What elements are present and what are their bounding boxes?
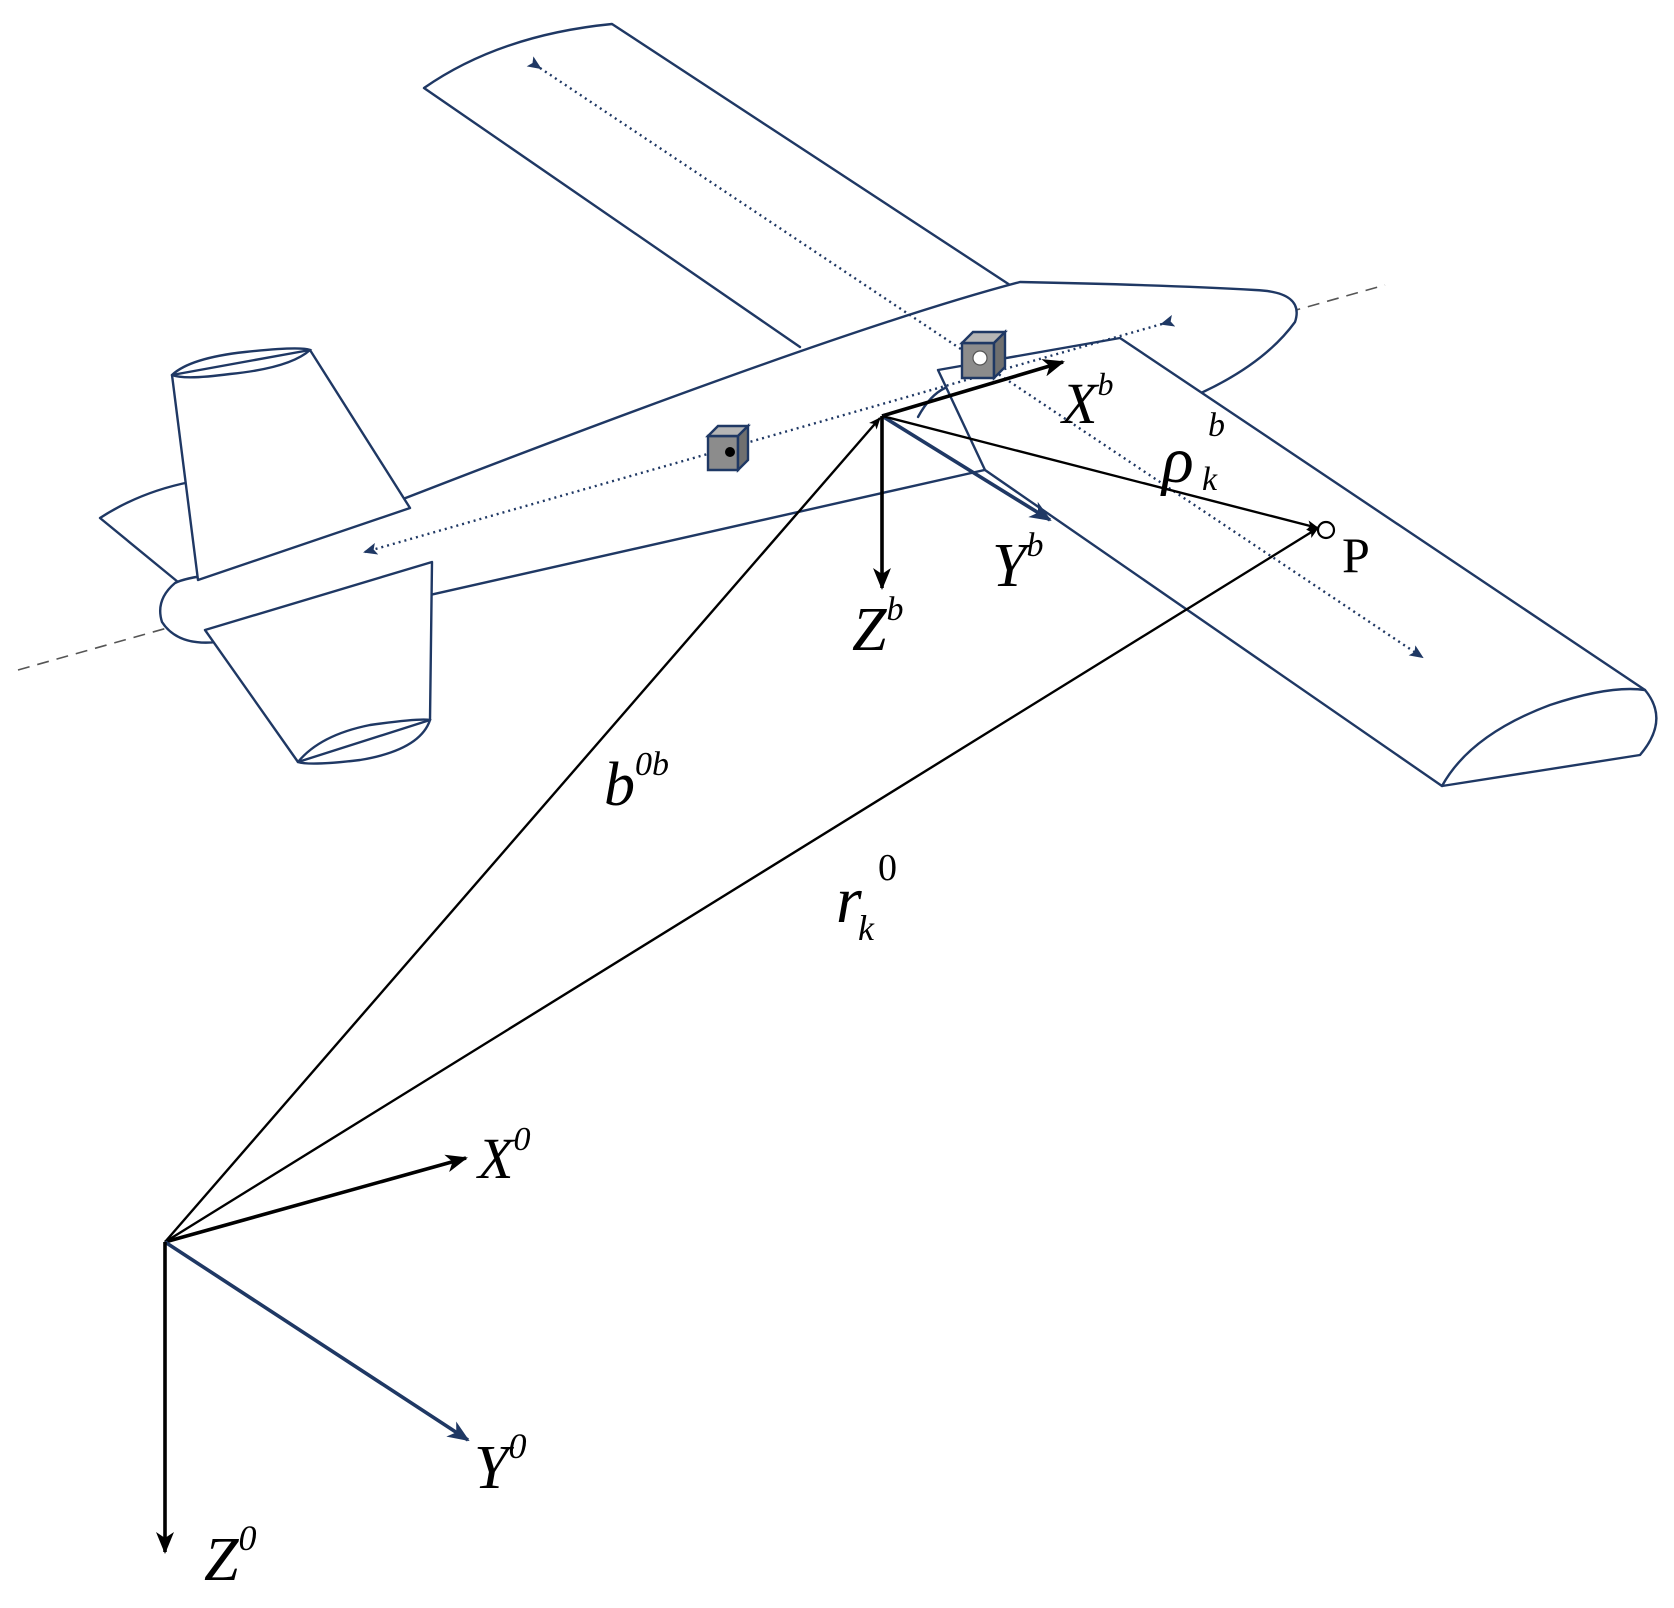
ref-y-label: Y0 [474, 1426, 526, 1502]
rho-label: ρ k b [1160, 407, 1225, 498]
body-z-label: Zb [852, 591, 903, 664]
b0b-label: b0b [604, 746, 669, 819]
body-x-axis [881, 359, 1065, 418]
right-wing-tip [1440, 687, 1647, 788]
point-p-label: P [1342, 527, 1370, 583]
rho-vector [881, 414, 1319, 531]
rk0-base: r [836, 864, 862, 937]
point-p-marker [1316, 520, 1336, 540]
ref-x-label: X0 [476, 1121, 530, 1191]
rho-subscript: k [1202, 461, 1218, 498]
lower-fin-tip [296, 718, 432, 765]
rho-superscript: b [1208, 407, 1225, 444]
rho-base: ρ [1160, 424, 1194, 497]
body-y-axis [881, 414, 1052, 522]
rk0-vector [164, 526, 1319, 1244]
ref-x-axis [164, 1154, 468, 1244]
left-wing [422, 22, 1015, 349]
body-x-label: Xb [1060, 366, 1113, 436]
rk0-superscript: 0 [878, 847, 897, 889]
wing-dotted-axis [526, 56, 1424, 659]
ref-y-axis [164, 1240, 470, 1442]
ref-z-label: Z0 [204, 1518, 256, 1594]
body-y-label: Yb [992, 527, 1043, 600]
rk0-subscript: k [858, 908, 875, 948]
sensor-box-front [959, 329, 1008, 381]
vertical-fin-tip [170, 347, 313, 379]
rk0-label: r k 0 [836, 847, 897, 948]
b0b-vector [164, 417, 881, 1243]
sensor-box-rear [705, 423, 751, 473]
